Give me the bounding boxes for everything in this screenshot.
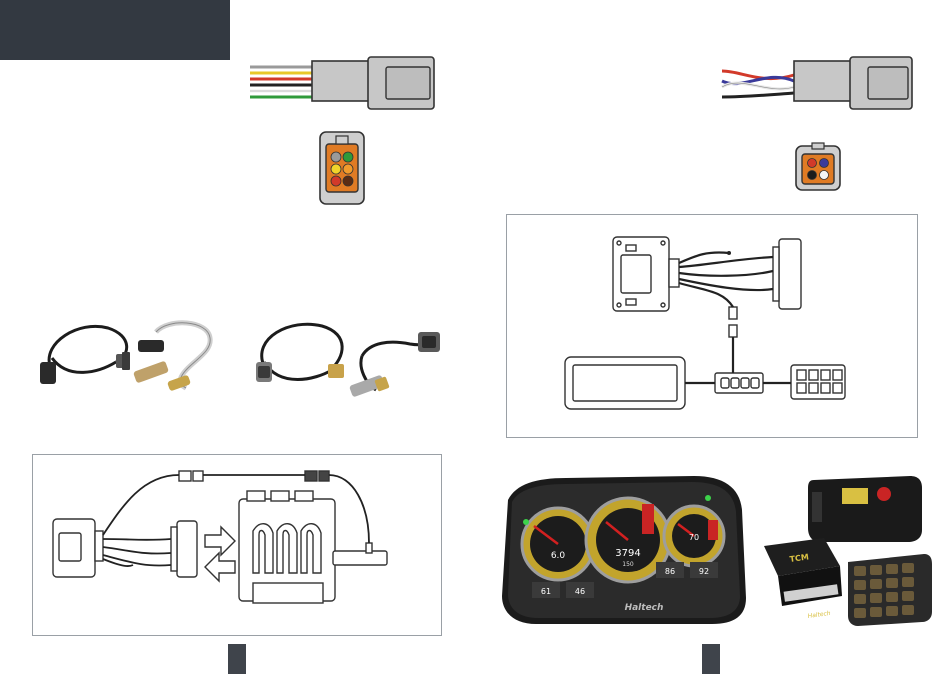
modules-keypad-svg: TCM Haltech xyxy=(754,470,934,628)
readout-2: 46 xyxy=(575,587,585,596)
page-tab-left xyxy=(228,644,246,674)
connector-6pin-svg xyxy=(250,55,440,111)
connector-4pin-svg xyxy=(722,55,914,111)
harness-2-svg xyxy=(250,318,445,400)
header-block xyxy=(0,0,230,60)
sensor-harness-photo-2 xyxy=(250,318,445,400)
keypad-brand-label: Haltech xyxy=(807,610,831,620)
connector-4pin-side-view xyxy=(722,55,914,111)
modules-keypad-photo: TCM Haltech xyxy=(754,470,934,628)
page-tab-right xyxy=(702,644,720,674)
pin-face-4-svg xyxy=(794,142,842,192)
readout-3: 86 xyxy=(665,567,675,576)
gauge-left-value: 6.0 xyxy=(551,551,566,561)
connector-4pin-face xyxy=(794,142,842,192)
engine-diagram-svg xyxy=(33,455,443,637)
dash-brand-label: Haltech xyxy=(625,603,664,613)
harness-1-svg xyxy=(38,318,223,400)
pin-face-6-svg xyxy=(318,130,366,206)
readout-4: 92 xyxy=(699,567,709,576)
connector-6pin-side-view xyxy=(250,55,440,111)
connector-6pin-face xyxy=(318,130,366,206)
sensor-harness-photo-1 xyxy=(38,318,223,400)
dash-display-svg: 6.0 3794 150 70 61 46 86 92 Haltech xyxy=(496,470,748,628)
gauge-mid-sub: 150 xyxy=(622,561,634,568)
dash-display-photo: 6.0 3794 150 70 61 46 86 92 Haltech xyxy=(496,470,748,628)
gauge-right-value: 70 xyxy=(689,533,699,542)
wiring-diagram-frame xyxy=(506,214,918,438)
wiring-diagram-svg xyxy=(507,215,919,439)
readout-1: 61 xyxy=(541,587,551,596)
gauge-mid-value: 3794 xyxy=(615,548,640,559)
engine-diagram-frame xyxy=(32,454,442,636)
